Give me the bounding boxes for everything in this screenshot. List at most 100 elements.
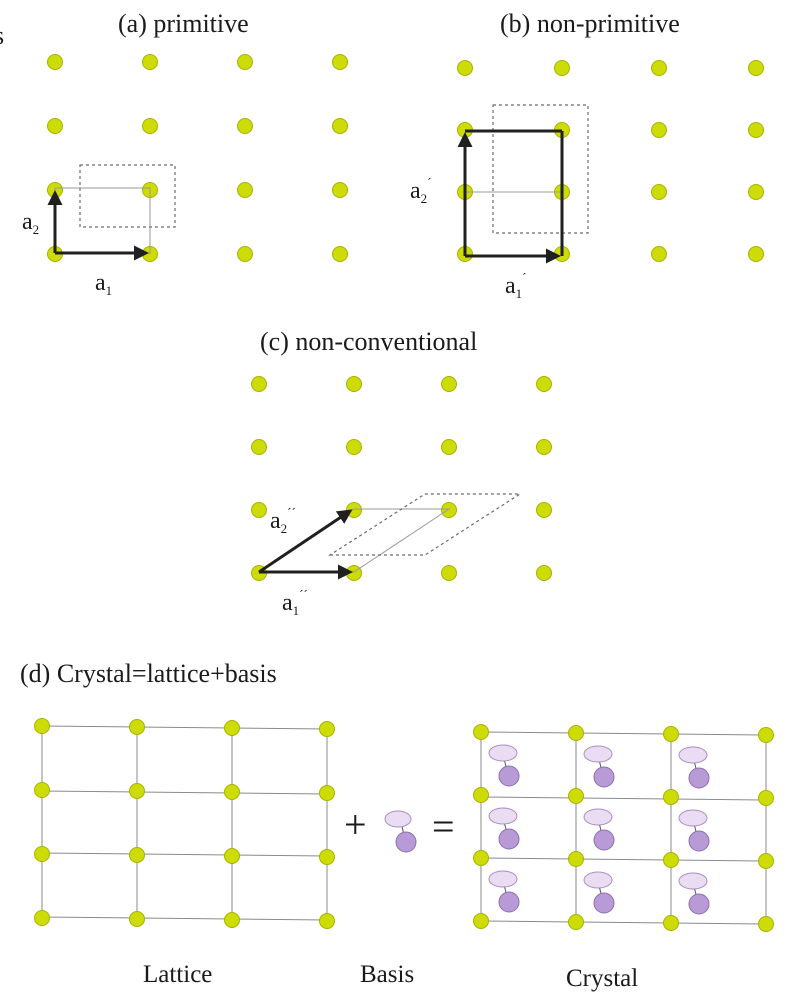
lattice-point	[224, 720, 240, 736]
cropped-edge-text: s	[0, 21, 4, 50]
lattice-point	[129, 847, 145, 863]
lattice-point	[568, 914, 584, 930]
panel-a-label-a2: a2	[22, 209, 39, 237]
crystal-caption: Crystal	[566, 965, 638, 992]
lattice-point	[758, 853, 774, 869]
lattice-point	[319, 913, 335, 929]
plus-sign: +	[344, 802, 367, 847]
lattice-point	[441, 439, 457, 455]
lattice-point	[129, 783, 145, 799]
lattice-points	[34, 718, 335, 929]
panel-a-label-a1: a1	[95, 270, 112, 298]
lattice-point	[34, 782, 50, 798]
panel-d-title: (d) Crystal=lattice+basis	[20, 659, 277, 688]
basis-unit	[583, 808, 615, 851]
basis-unit	[488, 744, 520, 787]
lattice-point	[346, 502, 362, 518]
panel-a-title: (a) primitive	[118, 9, 249, 38]
panel-b-label-a1: a1´	[505, 270, 527, 301]
lattice-point	[332, 246, 348, 262]
lattice-point	[651, 60, 667, 76]
lattice-point	[663, 852, 679, 868]
lattice-point	[332, 54, 348, 70]
lattice-point	[536, 376, 552, 392]
lattice-point	[536, 502, 552, 518]
lattice-point	[332, 182, 348, 198]
lattice-point	[748, 184, 764, 200]
lattice-point	[568, 725, 584, 741]
basis-unit	[583, 745, 615, 788]
basis-unit	[678, 746, 710, 789]
lattice-point	[663, 915, 679, 931]
basis-unit	[678, 872, 710, 915]
lattice-point	[663, 789, 679, 805]
crystal-lattice-points	[473, 724, 774, 932]
basis-unit	[678, 809, 710, 852]
lattice-point	[332, 118, 348, 134]
lattice-point	[319, 785, 335, 801]
basis-unit	[583, 871, 615, 914]
lattice-point	[34, 910, 50, 926]
lattice-point	[748, 246, 764, 262]
lattice-point	[319, 721, 335, 737]
lattice-point	[34, 718, 50, 734]
lattice-point	[224, 848, 240, 864]
lattice-point	[251, 376, 267, 392]
lattice-point	[536, 439, 552, 455]
lattice-point	[457, 60, 473, 76]
lattice-point	[536, 565, 552, 581]
lattice-point	[651, 184, 667, 200]
lattice-point	[129, 911, 145, 927]
panel-a: (a) primitive a1 a2	[22, 9, 348, 298]
panel-c-label-a2: a2´´	[270, 505, 296, 536]
lattice-grid-lines	[41, 725, 328, 921]
lattice-point	[758, 790, 774, 806]
lattice-point	[346, 376, 362, 392]
lattice-point	[651, 246, 667, 262]
lattice-point	[237, 182, 253, 198]
panel-c-vector-a2	[258, 509, 353, 574]
lattice-point	[473, 850, 489, 866]
lattice-point	[251, 502, 267, 518]
panel-b: (b) non-primitive a1´ a2´	[410, 9, 764, 301]
panel-a-dashed-cell	[79, 164, 176, 228]
lattice-point	[129, 719, 145, 735]
lattice-point	[224, 912, 240, 928]
panel-b-label-a2: a2´	[410, 175, 432, 206]
lattice-point	[554, 60, 570, 76]
lattice-point	[237, 246, 253, 262]
lattice-point	[758, 916, 774, 932]
panel-a-unit-cell	[54, 187, 151, 254]
panel-c-label-a1: a1´´	[282, 587, 308, 618]
panel-c: (c) non-conventional a1´´ a2´´	[251, 327, 552, 618]
lattice-point	[441, 565, 457, 581]
lattice-point	[473, 913, 489, 929]
lattice-point	[748, 122, 764, 138]
lattice-point	[473, 787, 489, 803]
lattice-point	[251, 439, 267, 455]
lattice-point	[319, 849, 335, 865]
lattice-point	[651, 122, 667, 138]
lattice-point	[47, 54, 63, 70]
equals-sign: =	[432, 804, 455, 849]
lattice-point	[748, 60, 764, 76]
lattice-point	[568, 851, 584, 867]
panel-b-title: (b) non-primitive	[500, 9, 680, 38]
crystal-grid-lines	[480, 731, 767, 925]
panel-c-title: (c) non-conventional	[260, 327, 477, 356]
panel-c-lattice	[251, 376, 552, 581]
lattice-point	[441, 376, 457, 392]
lattice-point	[142, 118, 158, 134]
lattice-point	[142, 54, 158, 70]
lattice-point	[346, 439, 362, 455]
lattice-point	[237, 54, 253, 70]
lattice-point	[758, 727, 774, 743]
lattice-point	[47, 118, 63, 134]
crystal-basis-units	[488, 744, 710, 915]
panel-d: (d) Crystal=lattice+basis + =	[20, 659, 774, 992]
basis-glyph	[384, 810, 417, 853]
lattice-point	[473, 724, 489, 740]
panel-a-lattice	[47, 54, 348, 262]
lattice-point	[224, 784, 240, 800]
